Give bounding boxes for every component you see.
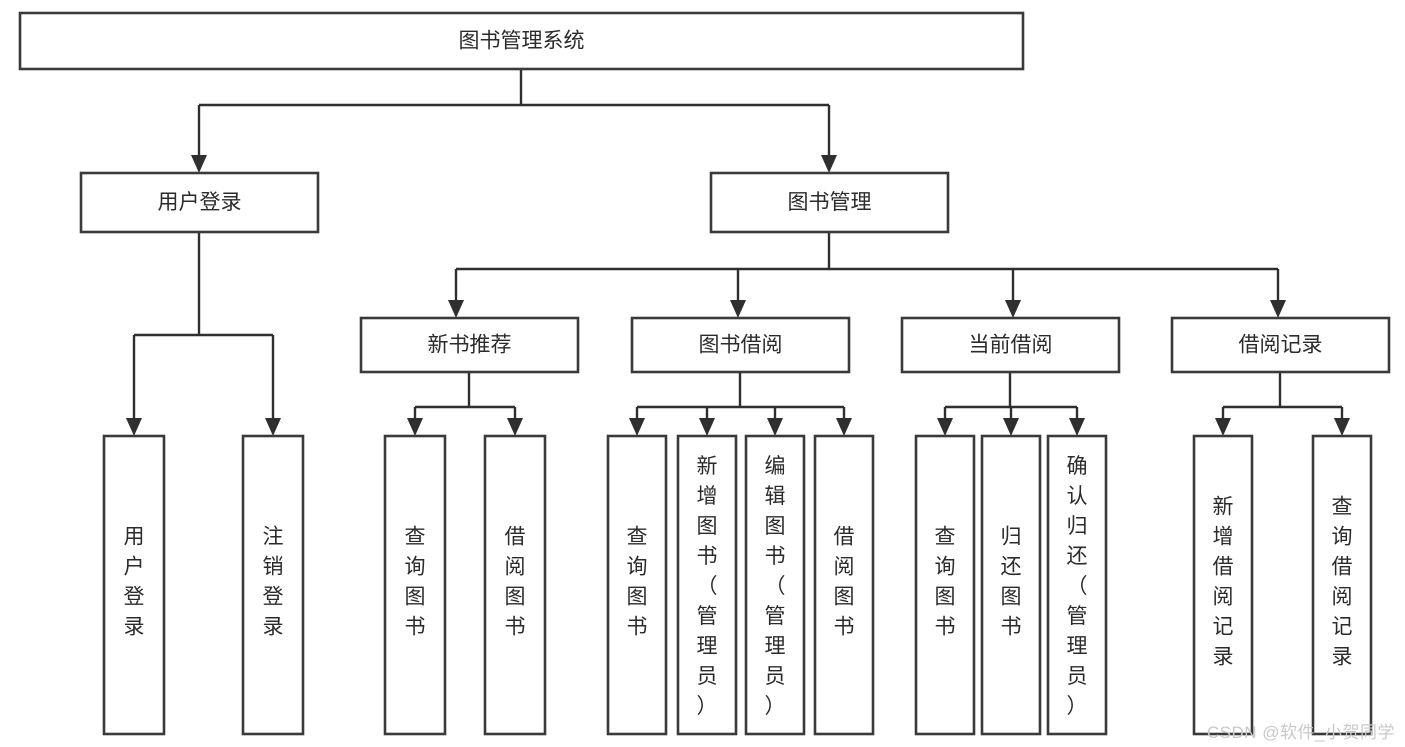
leaf-node-leaf-borrow-book-recommend[interactable]: 借阅图书	[483, 434, 547, 736]
node-label-leaf-user-login: 用户登录	[124, 526, 145, 639]
level3-node-current-borrow[interactable]: 当前借阅	[900, 316, 1121, 374]
node-label-user-login: 用户登录	[158, 191, 242, 214]
node-box-user-login[interactable]	[79, 171, 320, 234]
node-label-leaf-query-book-recommend: 查询图书	[405, 526, 426, 639]
node-box-leaf-edit-book[interactable]	[744, 434, 806, 736]
node-label-leaf-borrow-book-recommend: 借阅图书	[505, 526, 526, 639]
node-label-leaf-return-book: 归还图书	[1001, 526, 1022, 639]
leaf-node-leaf-query-book-current[interactable]: 查询图书	[914, 434, 976, 736]
arrow-head-icon	[507, 418, 523, 436]
arrow-head-icon	[937, 418, 953, 436]
leaf-node-leaf-add-borrow-record[interactable]: 新增借阅记录	[1192, 434, 1254, 736]
node-box-book-borrow[interactable]	[630, 316, 851, 374]
leaf-node-leaf-query-book-borrow[interactable]: 查询图书	[606, 434, 668, 736]
connector-current-borrow	[937, 372, 1085, 436]
node-box-leaf-add-borrow-record[interactable]	[1192, 434, 1254, 736]
connector-book-manage	[448, 232, 1286, 318]
node-label-leaf-query-borrow-record: 查询借阅记录	[1332, 496, 1353, 669]
arrow-head-icon	[1215, 418, 1231, 436]
arrow-head-icon	[767, 418, 783, 436]
node-label-leaf-add-borrow-record: 新增借阅记录	[1213, 496, 1234, 669]
level3-node-book-borrow[interactable]: 图书借阅	[630, 316, 851, 374]
arrow-head-icon	[1334, 418, 1350, 436]
node-box-leaf-query-book-borrow[interactable]	[606, 434, 668, 736]
node-label-current-borrow: 当前借阅	[969, 334, 1053, 357]
leaf-node-leaf-query-book-recommend[interactable]: 查询图书	[383, 434, 447, 736]
node-box-borrow-record[interactable]	[1170, 316, 1391, 374]
level2-node-book-manage[interactable]: 图书管理	[709, 171, 950, 234]
leaf-node-leaf-confirm-return[interactable]: 确认归还（管理员）	[1046, 434, 1108, 736]
node-label-leaf-add-book: 新增图书（管理员）	[697, 455, 718, 718]
node-label-leaf-borrow-book: 借阅图书	[834, 526, 855, 639]
connectors-layer	[126, 69, 1350, 436]
node-label-leaf-query-book-current: 查询图书	[935, 526, 956, 639]
node-box-current-borrow[interactable]	[900, 316, 1121, 374]
leaf-node-leaf-logout[interactable]: 注销登录	[241, 434, 305, 736]
arrow-head-icon	[1005, 300, 1021, 318]
arrow-head-icon	[836, 418, 852, 436]
arrow-head-icon	[821, 155, 837, 173]
arrow-head-icon	[629, 418, 645, 436]
node-box-book-manage[interactable]	[709, 171, 950, 234]
level3-node-borrow-record[interactable]: 借阅记录	[1170, 316, 1391, 374]
csdn-watermark: CSDN @软件_小贺同学	[1206, 723, 1395, 742]
node-box-leaf-user-login[interactable]	[102, 434, 166, 736]
leaf-node-leaf-borrow-book[interactable]: 借阅图书	[813, 434, 875, 736]
node-label-book-borrow: 图书借阅	[699, 334, 783, 357]
arrow-head-icon	[126, 418, 142, 436]
node-box-leaf-borrow-book[interactable]	[813, 434, 875, 736]
node-box-leaf-return-book[interactable]	[980, 434, 1042, 736]
node-box-leaf-query-book-current[interactable]	[914, 434, 976, 736]
node-box-leaf-logout[interactable]	[241, 434, 305, 736]
node-box-leaf-query-borrow-record[interactable]	[1311, 434, 1373, 736]
node-label-leaf-edit-book: 编辑图书（管理员）	[765, 455, 786, 718]
node-box-leaf-confirm-return[interactable]	[1046, 434, 1108, 736]
connector-root	[191, 69, 837, 173]
arrow-head-icon	[1003, 418, 1019, 436]
root-node-root[interactable]: 图书管理系统	[18, 11, 1025, 71]
connector-book-borrow	[629, 372, 852, 436]
node-label-new-book-recommend: 新书推荐	[428, 334, 512, 357]
arrow-head-icon	[699, 418, 715, 436]
node-label-leaf-logout: 注销登录	[263, 526, 284, 639]
node-box-new-book-recommend[interactable]	[359, 316, 580, 374]
node-label-borrow-record: 借阅记录	[1239, 334, 1323, 357]
node-label-root: 图书管理系统	[459, 30, 585, 53]
node-box-root[interactable]	[18, 11, 1025, 71]
level2-node-user-login[interactable]: 用户登录	[79, 171, 320, 234]
leaf-node-leaf-query-borrow-record[interactable]: 查询借阅记录	[1311, 434, 1373, 736]
leaf-node-leaf-add-book[interactable]: 新增图书（管理员）	[676, 434, 738, 736]
node-box-leaf-query-book-recommend[interactable]	[383, 434, 447, 736]
node-label-book-manage: 图书管理	[788, 191, 872, 214]
arrow-head-icon	[1270, 300, 1286, 318]
arrow-head-icon	[730, 300, 746, 318]
arrow-head-icon	[191, 155, 207, 173]
nodes-layer: 图书管理系统用户登录图书管理新书推荐图书借阅当前借阅借阅记录用户登录注销登录查询…	[18, 11, 1391, 736]
node-box-leaf-borrow-book-recommend[interactable]	[483, 434, 547, 736]
arrow-head-icon	[1069, 418, 1085, 436]
node-label-leaf-query-book-borrow: 查询图书	[627, 526, 648, 639]
arrow-head-icon	[407, 418, 423, 436]
arrow-head-icon	[448, 300, 464, 318]
arrow-head-icon	[265, 418, 281, 436]
connector-user-login	[126, 232, 281, 436]
leaf-node-leaf-return-book[interactable]: 归还图书	[980, 434, 1042, 736]
leaf-node-leaf-user-login[interactable]: 用户登录	[102, 434, 166, 736]
leaf-node-leaf-edit-book[interactable]: 编辑图书（管理员）	[744, 434, 806, 736]
connector-borrow-record	[1215, 372, 1350, 436]
level3-node-new-book-recommend[interactable]: 新书推荐	[359, 316, 580, 374]
connector-new-book-recommend	[407, 372, 523, 436]
node-box-leaf-add-book[interactable]	[676, 434, 738, 736]
node-label-leaf-confirm-return: 确认归还（管理员）	[1067, 455, 1088, 718]
